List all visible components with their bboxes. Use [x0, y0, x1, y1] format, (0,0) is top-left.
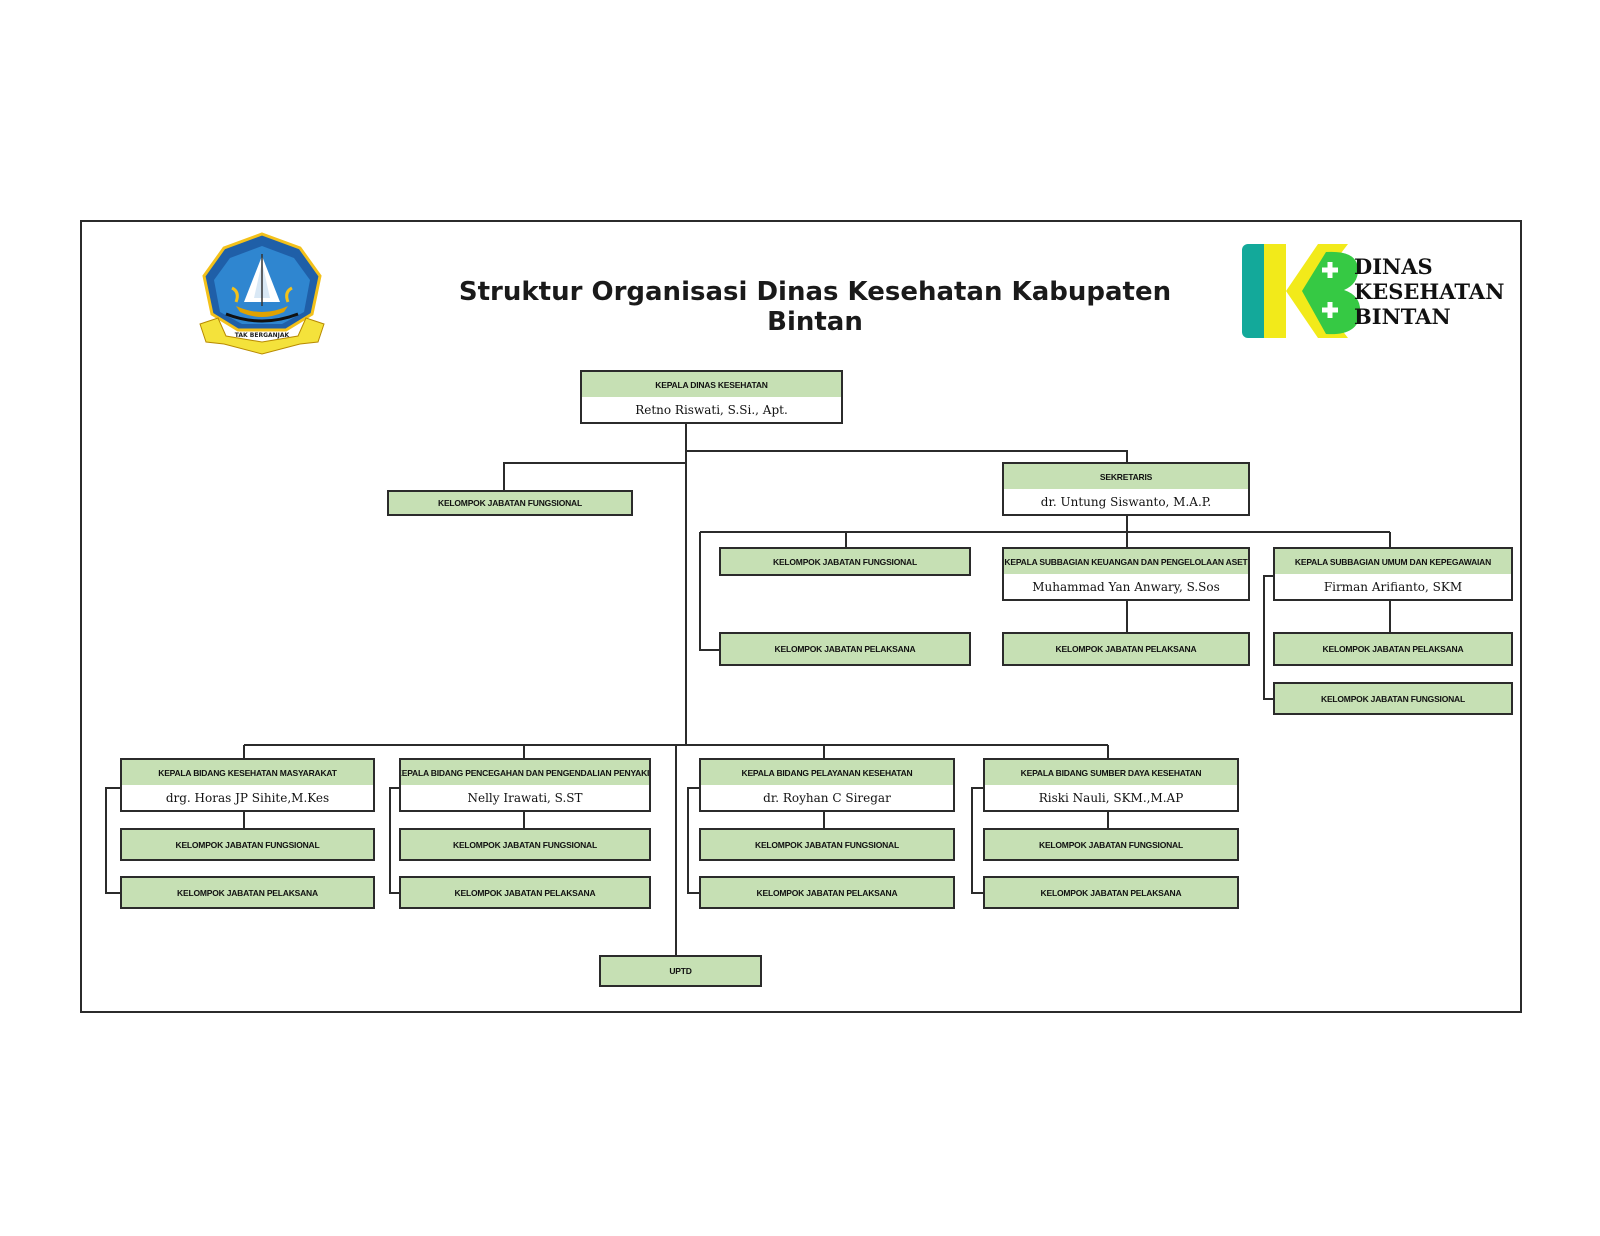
bidang-p2p-kelompok-jabatan-fungsional: KELOMPOK JABATAN FUNGSIONAL	[399, 828, 651, 861]
kasubbag-umum-box: KEPALA SUBBAGIAN UMUM DAN KEPEGAWAIAN Fi…	[1273, 547, 1513, 601]
bidang-sdk-title: KEPALA BIDANG SUMBER DAYA KESEHATAN	[985, 760, 1237, 786]
bidang-yankes-box: KEPALA BIDANG PELAYANAN KESEHATAN dr. Ro…	[699, 758, 955, 812]
crest-ribbon-text: TAK BERGANJAK	[234, 332, 290, 339]
dinkes-bintan-logo-icon: DINAS KESEHATAN BINTAN	[1242, 244, 1532, 338]
bidang-kesmas-title: KEPALA BIDANG KESEHATAN MASYARAKAT	[122, 760, 373, 786]
kb-letters-graphic	[1242, 244, 1361, 338]
umum-kelompok-jabatan-pelaksana: KELOMPOK JABATAN PELAKSANA	[1273, 632, 1513, 666]
bidang-sdk-name: Riski Nauli, SKM.,M.AP	[985, 785, 1237, 810]
sekretaris-title: SEKRETARIS	[1004, 464, 1248, 490]
bidang-kesmas-kelompok-jabatan-pelaksana: KELOMPOK JABATAN PELAKSANA	[120, 876, 375, 909]
bidang-kesmas-kelompok-jabatan-fungsional: KELOMPOK JABATAN FUNGSIONAL	[120, 828, 375, 861]
kasubbag-keuangan-title: KEPALA SUBBAGIAN KEUANGAN DAN PENGELOLAA…	[1004, 549, 1248, 575]
bintan-regency-crest-icon: TAK BERGANJAK	[196, 232, 328, 356]
bidang-sdk-kelompok-jabatan-pelaksana: KELOMPOK JABATAN PELAKSANA	[983, 876, 1239, 909]
chart-frame	[80, 220, 1522, 1013]
bidang-p2p-box: KEPALA BIDANG PENCEGAHAN DAN PENGENDALIA…	[399, 758, 651, 812]
crest-graphic	[199, 232, 325, 355]
keuangan-kelompok-jabatan-pelaksana: KELOMPOK JABATAN PELAKSANA	[1002, 632, 1250, 666]
kelompok-jabatan-fungsional-top: KELOMPOK JABATAN FUNGSIONAL	[387, 490, 633, 516]
bidang-yankes-name: dr. Royhan C Siregar	[701, 785, 953, 810]
page-title: Struktur Organisasi Dinas Kesehatan Kabu…	[458, 277, 1172, 337]
bidang-yankes-kelompok-jabatan-pelaksana: KELOMPOK JABATAN PELAKSANA	[699, 876, 955, 909]
bidang-sdk-kelompok-jabatan-fungsional: KELOMPOK JABATAN FUNGSIONAL	[983, 828, 1239, 861]
bidang-p2p-kelompok-jabatan-pelaksana: KELOMPOK JABATAN PELAKSANA	[399, 876, 651, 909]
logo-text-line2: KESEHATAN	[1354, 279, 1505, 304]
logo-text-line3: BINTAN	[1354, 304, 1451, 329]
bidang-kesmas-box: KEPALA BIDANG KESEHATAN MASYARAKAT drg. …	[120, 758, 375, 812]
kepala-dinas-title: KEPALA DINAS KESEHATAN	[582, 372, 841, 398]
sekretariat-kelompok-jabatan-pelaksana: KELOMPOK JABATAN PELAKSANA	[719, 632, 971, 666]
logo-text-line1: DINAS	[1354, 254, 1433, 279]
kepala-dinas-name: Retno Riswati, S.Si., Apt.	[582, 397, 841, 422]
kasubbag-umum-title: KEPALA SUBBAGIAN UMUM DAN KEPEGAWAIAN	[1275, 549, 1511, 575]
sekretaris-box: SEKRETARIS dr. Untung Siswanto, M.A.P.	[1002, 462, 1250, 516]
bidang-p2p-title: KEPALA BIDANG PENCEGAHAN DAN PENGENDALIA…	[401, 760, 649, 786]
uptd-box: UPTD	[599, 955, 762, 987]
kasubbag-keuangan-name: Muhammad Yan Anwary, S.Sos	[1004, 574, 1248, 599]
bidang-kesmas-name: drg. Horas JP Sihite,M.Kes	[122, 785, 373, 810]
sekretaris-name: dr. Untung Siswanto, M.A.P.	[1004, 489, 1248, 514]
kasubbag-keuangan-box: KEPALA SUBBAGIAN KEUANGAN DAN PENGELOLAA…	[1002, 547, 1250, 601]
umum-kelompok-jabatan-fungsional: KELOMPOK JABATAN FUNGSIONAL	[1273, 682, 1513, 715]
sekretariat-kelompok-jabatan-fungsional: KELOMPOK JABATAN FUNGSIONAL	[719, 547, 971, 576]
kepala-dinas-box: KEPALA DINAS KESEHATAN Retno Riswati, S.…	[580, 370, 843, 424]
kasubbag-umum-name: Firman Arifianto, SKM	[1275, 574, 1511, 599]
bidang-sdk-box: KEPALA BIDANG SUMBER DAYA KESEHATAN Risk…	[983, 758, 1239, 812]
bidang-yankes-title: KEPALA BIDANG PELAYANAN KESEHATAN	[701, 760, 953, 786]
bidang-yankes-kelompok-jabatan-fungsional: KELOMPOK JABATAN FUNGSIONAL	[699, 828, 955, 861]
bidang-p2p-name: Nelly Irawati, S.ST	[401, 785, 649, 810]
